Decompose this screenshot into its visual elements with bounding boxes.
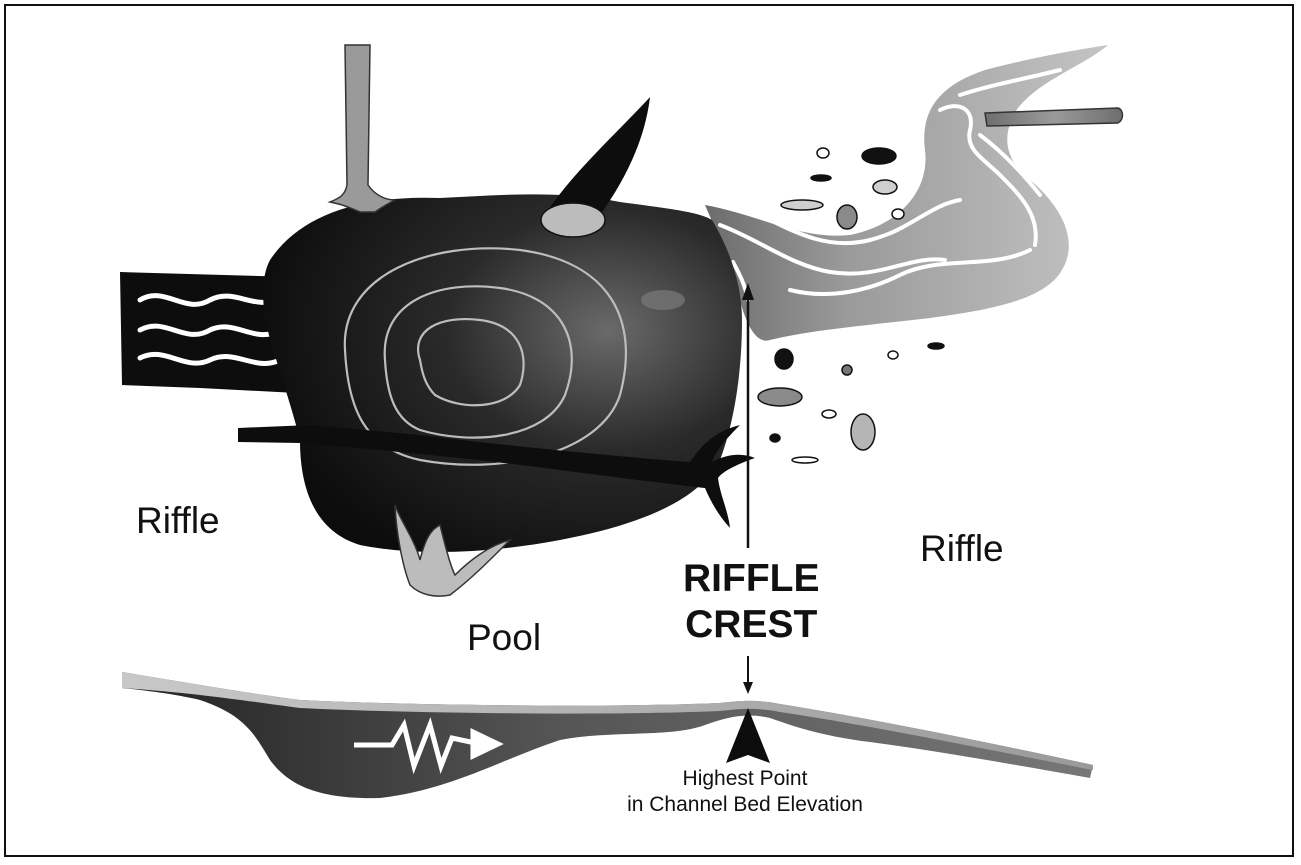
label-riffle-crest-line2: CREST xyxy=(683,602,819,648)
label-highest-point-line2: in Channel Bed Elevation xyxy=(608,792,882,818)
crest-arrow-down xyxy=(743,656,753,694)
right-riffle-channel xyxy=(705,45,1108,341)
label-riffle-crest: RIFFLE CREST xyxy=(683,556,819,648)
label-highest-point: Highest Point in Channel Bed Elevation xyxy=(608,766,882,818)
label-riffle-left: Riffle xyxy=(136,500,220,542)
vertical-log xyxy=(330,45,395,212)
label-riffle-crest-line1: RIFFLE xyxy=(683,556,819,602)
label-pool: Pool xyxy=(467,617,541,659)
boulder-top xyxy=(541,203,605,237)
label-highest-point-line1: Highest Point xyxy=(608,766,882,792)
top-horn xyxy=(545,97,650,215)
pool-highlight xyxy=(641,290,685,310)
label-riffle-right: Riffle xyxy=(920,528,1004,570)
